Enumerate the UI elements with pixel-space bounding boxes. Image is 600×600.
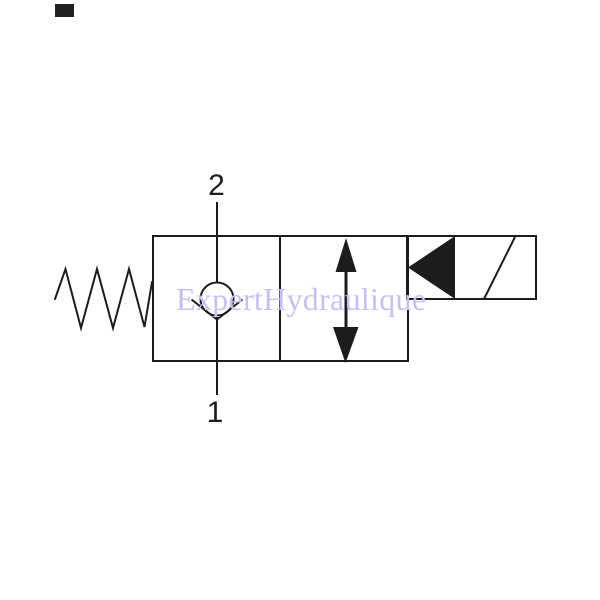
top-left-artifact xyxy=(55,4,74,17)
check-valve-seat-icon xyxy=(190,298,244,321)
flow-arrow-head-up-icon xyxy=(335,238,357,272)
spring-symbol xyxy=(54,265,153,332)
watermark: ExpertHydraulique xyxy=(176,281,426,317)
solenoid-slash-icon xyxy=(483,236,516,300)
valve-symbol-group xyxy=(54,202,537,395)
check-valve-ball-icon xyxy=(199,281,235,317)
flow-arrow-head-down-icon xyxy=(333,327,359,363)
solenoid-outline xyxy=(406,235,537,300)
solenoid-triangle-icon xyxy=(408,236,455,299)
port-label-2: 2 xyxy=(208,169,225,202)
port-label-1: 1 xyxy=(207,396,224,429)
